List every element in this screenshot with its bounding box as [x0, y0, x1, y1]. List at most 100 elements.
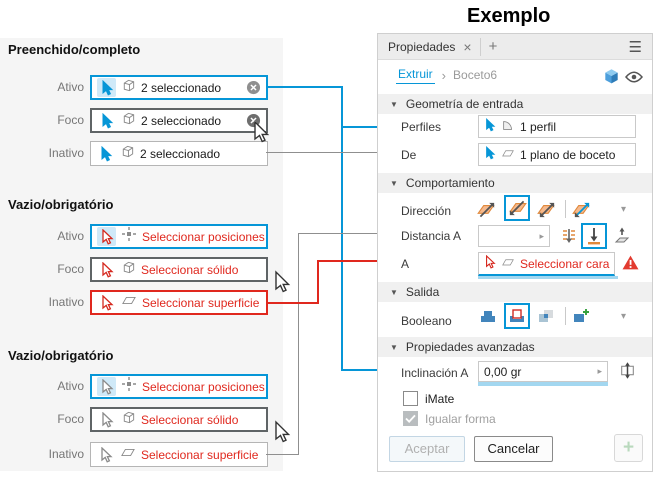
row-label-booleano: Booleano: [401, 314, 452, 328]
visibility-eye-icon[interactable]: [625, 70, 643, 88]
flyout-arrow-icon[interactable]: ▸: [597, 366, 602, 376]
warning-icon: [622, 255, 639, 270]
prompt-text: Seleccionar posiciones: [142, 379, 265, 394]
mouse-pointer-icon: [270, 420, 294, 449]
mouse-pointer-icon: [249, 120, 273, 149]
section-header-advanced[interactable]: ▼ Propiedades avanzadas: [378, 337, 652, 357]
clear-selection-icon[interactable]: [246, 80, 261, 95]
selector-field-optional-active[interactable]: Seleccionar posiciones: [90, 374, 268, 399]
red-select-cursor-icon: [97, 227, 116, 246]
direction-dropdown-caret-icon[interactable]: ▾: [621, 204, 627, 215]
perfiles-selector-field[interactable]: 1 perfil: [478, 115, 636, 138]
positions-icon: [121, 226, 137, 247]
boolean-new-solid-icon[interactable]: [571, 306, 591, 326]
extent-through-all-icon[interactable]: [559, 226, 579, 246]
boolean-intersect-icon[interactable]: [536, 306, 556, 326]
blue-select-cursor-icon: [484, 117, 496, 135]
connector-gray: [298, 233, 299, 455]
selector-field-filled-active[interactable]: 2 seleccionado: [90, 75, 268, 100]
row-label-inclinacion: Inclinación A: [401, 366, 469, 380]
prompt-text: Seleccionar sólido: [141, 262, 239, 277]
boolean-dropdown-caret-icon[interactable]: ▾: [621, 311, 627, 322]
hamburger-menu-icon[interactable]: ☰: [628, 39, 642, 56]
icon-group-separator: [565, 307, 566, 325]
red-select-cursor-icon: [484, 254, 496, 272]
red-select-cursor-icon: [97, 260, 116, 279]
gray-select-cursor-icon: [97, 410, 116, 429]
selector-field-filled-inactive[interactable]: 2 seleccionado: [90, 141, 268, 166]
cancel-button[interactable]: Cancelar: [474, 436, 553, 462]
selector-field-required-inactive[interactable]: Seleccionar superficie: [90, 290, 268, 315]
add-feature-button[interactable]: +: [614, 434, 643, 462]
imate-checkbox[interactable]: [403, 391, 418, 406]
direction-flipped-icon-selected[interactable]: [504, 195, 530, 221]
boolean-cut-icon-selected[interactable]: [504, 303, 530, 329]
igualar-forma-label: Igualar forma: [425, 412, 496, 426]
de-selector-field[interactable]: 1 plano de boceto: [478, 143, 636, 166]
collapse-caret-icon: ▼: [390, 342, 398, 352]
active-field-glow: [478, 382, 608, 386]
state-label: Ativo: [57, 379, 84, 393]
prompt-text: Seleccionar superficie: [141, 447, 259, 462]
blue-select-cursor-icon: [96, 144, 115, 163]
selector-field-optional-inactive[interactable]: Seleccionar superficie: [90, 442, 268, 467]
connector-blue: [343, 126, 400, 128]
selector-field-filled-focus[interactable]: 2 seleccionado: [90, 108, 268, 133]
selector-field-optional-focus[interactable]: Seleccionar sólido: [90, 407, 268, 432]
prompt-text: Seleccionar sólido: [141, 412, 239, 427]
boolean-join-icon[interactable]: [478, 306, 498, 326]
tab-close-icon[interactable]: ×: [463, 38, 472, 55]
selector-field-required-focus[interactable]: Seleccionar sólido: [90, 257, 268, 282]
accept-button[interactable]: Aceptar: [389, 436, 465, 462]
cube-icon: [121, 410, 136, 430]
extent-distance-icon-selected[interactable]: [581, 223, 607, 249]
a-selector-field[interactable]: Seleccionar cara: [478, 252, 615, 276]
cube-icon: [121, 260, 136, 280]
cube-icon: [121, 111, 136, 131]
mouse-pointer-icon: [270, 270, 294, 299]
selection-count: 2 seleccionado: [140, 146, 221, 161]
solid-cube-icon[interactable]: [602, 67, 621, 90]
row-label-perfiles: Perfiles: [401, 120, 442, 134]
gray-select-cursor-icon: [96, 445, 115, 464]
section-header-behavior[interactable]: ▼ Comportamiento: [378, 173, 652, 193]
icon-group-separator: [565, 200, 566, 218]
connector-red: [266, 302, 319, 304]
selection-count: 2 seleccionado: [141, 113, 222, 128]
positions-icon: [121, 376, 137, 397]
state-label: Foco: [57, 262, 84, 276]
cube-icon: [121, 78, 136, 98]
connector-red: [317, 260, 319, 304]
taper-direction-icon[interactable]: [618, 361, 637, 380]
gray-select-cursor-icon: [97, 377, 116, 396]
distancia-input-field[interactable]: ▸: [478, 225, 550, 247]
section-header-output[interactable]: ▼ Salida: [378, 282, 652, 302]
inclinacion-value: 0,00 gr: [484, 364, 522, 379]
state-label: Inativo: [48, 295, 84, 309]
extent-to-face-icon[interactable]: [612, 226, 632, 246]
inclinacion-input-field[interactable]: 0,00 gr ▸: [478, 361, 608, 382]
direction-symmetric-icon[interactable]: [536, 199, 558, 221]
page-title: Exemplo: [467, 5, 551, 27]
section-heading-empty-required: Vazio/obrigatório: [8, 197, 114, 212]
panel-tab-bar: Propiedades × + ☰: [378, 34, 652, 60]
direction-default-icon[interactable]: [476, 199, 498, 221]
flyout-arrow-icon[interactable]: ▸: [539, 230, 544, 241]
parallelogram-icon: [120, 445, 136, 464]
state-label: Ativo: [57, 80, 84, 94]
collapse-caret-icon: ▼: [390, 178, 398, 188]
connector-blue: [266, 86, 343, 88]
section-heading-filled: Preenchido/completo: [8, 42, 141, 57]
selector-field-required-active[interactable]: Seleccionar posiciones: [90, 224, 268, 249]
breadcrumb-link-extruir[interactable]: Extruir: [396, 67, 435, 84]
red-select-cursor-icon: [97, 293, 116, 312]
tab-propiedades[interactable]: Propiedades: [388, 39, 456, 54]
blue-select-cursor-icon: [97, 111, 116, 130]
direction-asymmetric-icon[interactable]: [571, 199, 593, 221]
de-value: 1 plano de boceto: [520, 147, 616, 162]
section-header-geometry[interactable]: ▼ Geometría de entrada: [378, 94, 652, 114]
row-label-a: A: [401, 257, 410, 271]
profile-shape-icon: [501, 118, 515, 135]
add-tab-icon[interactable]: +: [488, 38, 498, 55]
